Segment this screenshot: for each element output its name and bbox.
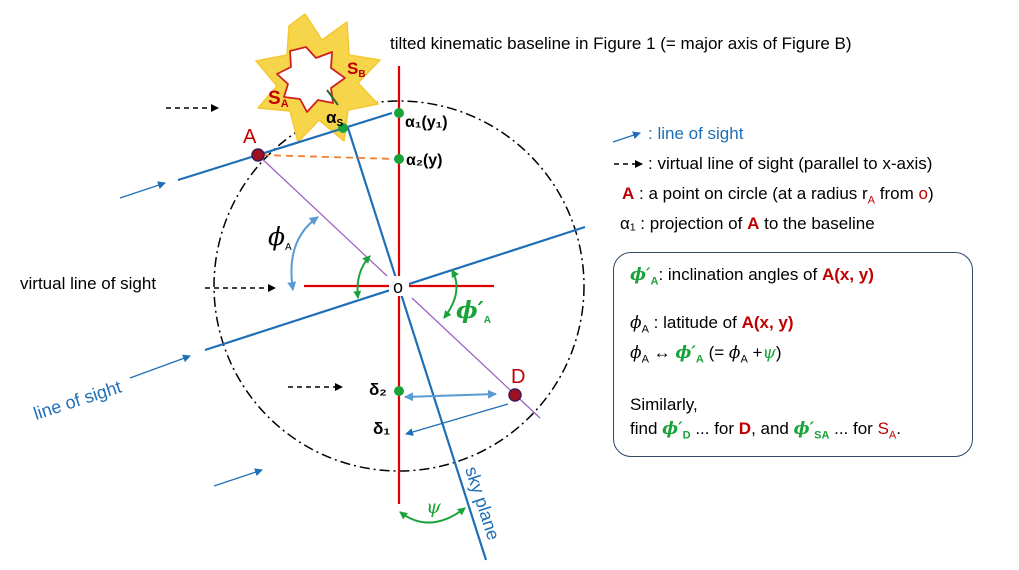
label-alpha-s: αS bbox=[326, 108, 343, 129]
box-line-latitude: ϕA : latitude of A(x, y) bbox=[630, 313, 794, 336]
legend-row-los: : line of sight bbox=[612, 122, 1012, 152]
legend-los-text: : line of sight bbox=[648, 124, 744, 143]
point-a-marker bbox=[251, 148, 265, 162]
label-delta2: δ₂ bbox=[369, 380, 387, 399]
point-alpha2 bbox=[394, 154, 404, 164]
phi-prime-a-arc bbox=[443, 269, 459, 319]
info-box: ϕ′A: inclination angles of A(x, y) ϕA : … bbox=[613, 252, 973, 457]
los-line-top bbox=[177, 111, 393, 182]
legend-los-arrow bbox=[612, 131, 641, 143]
label-delta1: δ₁ bbox=[373, 419, 390, 438]
virtual-los-label: virtual line of sight bbox=[20, 274, 157, 293]
label-alpha2: α₂(y) bbox=[406, 152, 443, 169]
origin-mask bbox=[389, 276, 409, 296]
legend-virtual-los-text: : virtual line of sight (parallel to x-a… bbox=[648, 154, 933, 173]
point-d-marker bbox=[508, 388, 522, 402]
delta2-double-arrow bbox=[404, 389, 497, 402]
legend-row-virtual-los: : virtual line of sight (parallel to x-a… bbox=[612, 152, 1012, 182]
label-origin: o bbox=[393, 277, 403, 297]
los-arrow-3 bbox=[213, 468, 263, 487]
legend-alpha-text: α₁ : projection of A to the baseline bbox=[620, 214, 875, 233]
point-alpha1 bbox=[394, 108, 404, 118]
box-line-similarly: Similarly, bbox=[630, 395, 698, 414]
angle-arc-upper-left bbox=[353, 255, 371, 299]
reference-circle bbox=[213, 100, 585, 472]
label-point-a: A bbox=[243, 126, 257, 148]
box-line-find: find ϕ′D ... for D, and ϕ′SA ... for SA. bbox=[630, 419, 901, 442]
box-line-relation: ϕA ↔ ϕ′A (= ϕA +ψ) bbox=[630, 343, 782, 366]
label-phi-a: ϕA bbox=[268, 222, 292, 253]
point-alpha-s bbox=[338, 123, 348, 133]
label-phi-prime-a: ϕ′A bbox=[456, 297, 491, 326]
label-source-a: SA bbox=[268, 88, 289, 110]
sky-plane-line bbox=[346, 127, 488, 561]
label-line-of-sight: line of sight bbox=[31, 377, 124, 424]
point-delta2 bbox=[394, 386, 404, 396]
label-psi: ψ bbox=[426, 496, 442, 518]
label-point-d: D bbox=[511, 366, 525, 388]
phi-a-arc bbox=[287, 216, 319, 291]
legend: : line of sight : virtual line of sight … bbox=[612, 122, 1012, 242]
los-arrow-1 bbox=[119, 181, 166, 199]
legend-point-a-text: A : a point on circle (at a radius rA fr… bbox=[622, 184, 934, 207]
source-star bbox=[255, 13, 381, 143]
los-arrow-2 bbox=[129, 354, 191, 379]
legend-row-alpha: α₁ : projection of A to the baseline bbox=[612, 212, 1012, 242]
figure-caption: tilted kinematic baseline in Figure 1 (=… bbox=[390, 34, 852, 53]
projection-line-a bbox=[261, 154, 397, 160]
legend-row-point-a: A : a point on circle (at a radius rA fr… bbox=[612, 182, 1012, 212]
box-line-inclination: ϕ′A: inclination angles of A(x, y) bbox=[630, 265, 874, 288]
psi-arc bbox=[399, 507, 466, 524]
delta1-arrow bbox=[405, 403, 509, 436]
label-source-b: SB bbox=[347, 59, 366, 80]
label-alpha1: α₁(y₁) bbox=[405, 114, 448, 131]
